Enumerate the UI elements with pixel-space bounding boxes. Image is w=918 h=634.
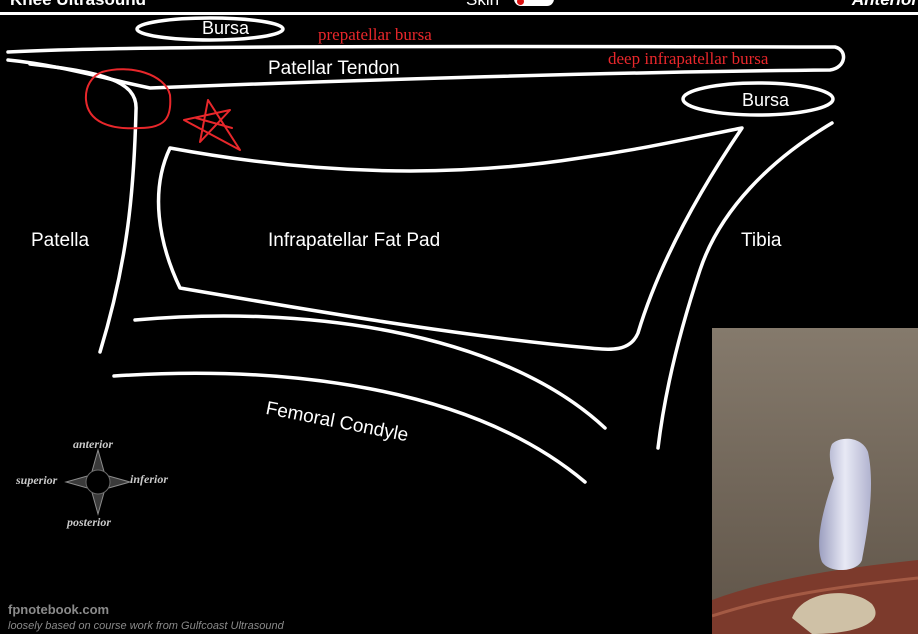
patellar-tendon-label: Patellar Tendon — [268, 58, 400, 79]
lower-fat-pad-line — [133, 314, 607, 430]
patellar-tendon-outline — [6, 44, 846, 90]
patella-outline — [28, 62, 138, 354]
tibia-label: Tibia — [741, 230, 782, 251]
patella-label: Patella — [31, 230, 90, 251]
femoral-condyle-outline — [112, 371, 587, 484]
skin-toggle-knob — [517, 0, 524, 5]
footer-site: fpnotebook.com — [8, 602, 110, 617]
red-circle-markup — [84, 68, 172, 130]
bursa-top-label: Bursa — [202, 18, 250, 38]
compass-inferior-label: inferior — [130, 472, 169, 486]
compass-posterior-label: posterior — [67, 515, 112, 529]
compass-superior-label: superior — [16, 473, 58, 487]
bursa-top-outline — [135, 16, 285, 42]
tibia-outline — [656, 121, 834, 450]
skin-toggle[interactable] — [514, 0, 554, 6]
compass-icon — [64, 448, 132, 516]
fat-pad-label: Infrapatellar Fat Pad — [268, 230, 441, 251]
view-label: Anterior — [852, 0, 918, 10]
probe-position-inset — [712, 328, 918, 634]
compass-anterior-label: anterior — [73, 437, 114, 451]
bursa-right-label: Bursa — [742, 90, 790, 110]
probe-render-image — [712, 328, 918, 634]
top-bar: Knee Ultrasound Skin Anterior — [0, 0, 918, 15]
skin-label: Skin — [466, 0, 499, 10]
bursa-right-outline — [681, 81, 835, 117]
deep-infrapatellar-bursa-annotation: deep infrapatellar bursa — [608, 49, 769, 68]
red-star-markup — [183, 99, 241, 151]
page-title: Knee Ultrasound — [10, 0, 146, 10]
fat-pad-outline — [156, 126, 744, 351]
prepatellar-bursa-annotation: prepatellar bursa — [318, 25, 432, 44]
footer-credit: loosely based on course work from Gulfco… — [8, 620, 284, 632]
